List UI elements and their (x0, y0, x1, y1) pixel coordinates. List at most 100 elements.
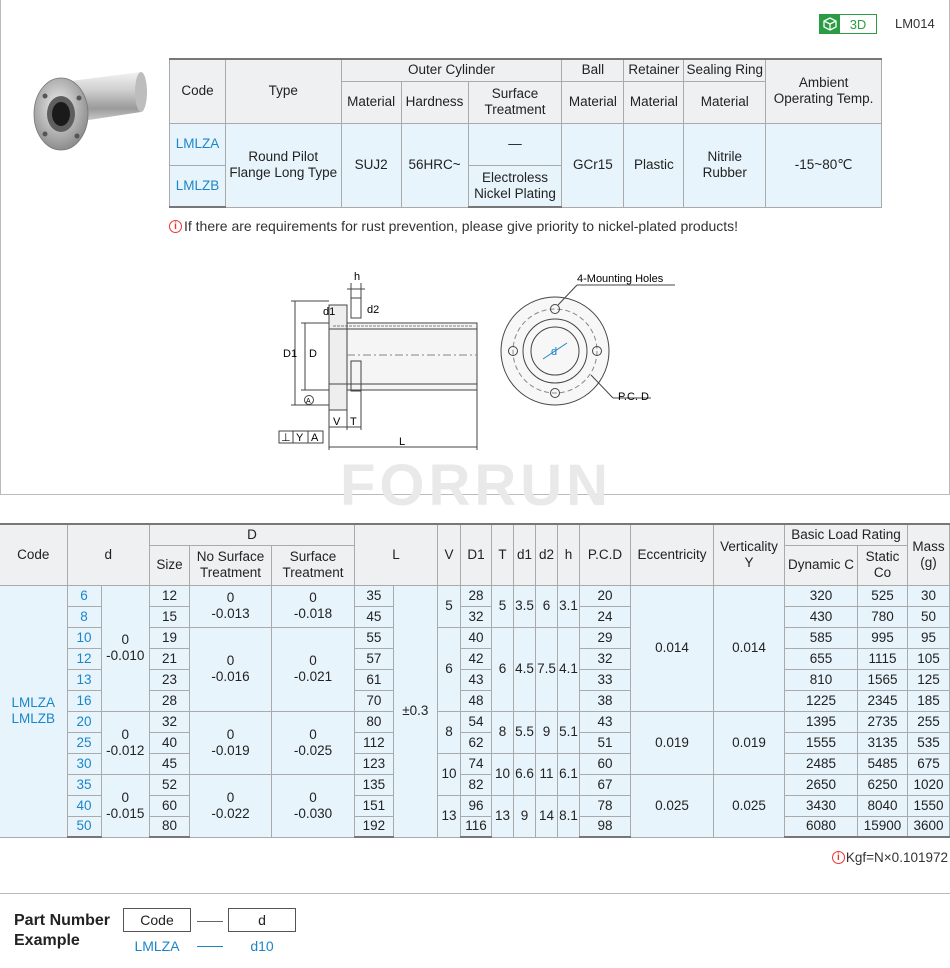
code-lmlzb[interactable]: LMLZB (169, 164, 226, 208)
cube-icon (820, 15, 840, 33)
V-value: 10 (437, 752, 461, 796)
V-value: 5 (437, 584, 461, 628)
col-retainer-material: Material (623, 80, 685, 124)
d-value[interactable]: 25 (67, 731, 102, 754)
pcd-value: 78 (579, 794, 631, 817)
d-value[interactable]: 8 (67, 605, 102, 628)
D1-value: 32 (460, 605, 492, 628)
datum-a-label: A (306, 398, 311, 405)
d2-value: 14 (535, 794, 558, 838)
D1-value: 48 (460, 689, 492, 712)
T-value: 8 (491, 710, 514, 754)
col-outer-cylinder: Outer Cylinder (340, 58, 563, 82)
L-value: 112 (354, 731, 394, 754)
code-cell: LMLZA LMLZB (0, 584, 68, 838)
D1-value: 28 (460, 584, 492, 607)
col-V: V (437, 523, 461, 586)
mass-value: 30 (907, 584, 950, 607)
eccentricity-value: 0.014 (630, 584, 714, 712)
mass-value: 50 (907, 605, 950, 628)
material-spec-table: Code Type Outer Cylinder Ball Retainer S… (169, 58, 882, 208)
d-value[interactable]: 50 (67, 815, 102, 838)
pcd-value: 67 (579, 773, 631, 796)
L-value: 192 (354, 815, 394, 838)
D-tol-no-surface: 0-0.019 (189, 710, 273, 775)
d-value[interactable]: 10 (67, 626, 102, 649)
D-size: 12 (149, 584, 191, 607)
static-load: 5485 (857, 752, 908, 775)
seal-material-value: Nitrile Rubber (683, 122, 767, 208)
verticality-value: 0.019 (713, 710, 785, 775)
dim-bore-d-label: d (551, 346, 557, 358)
dim-V-label: V (333, 416, 341, 428)
static-load: 995 (857, 626, 908, 649)
pn-d-value: d10 (250, 938, 274, 954)
L-value: 135 (354, 773, 394, 796)
d-value[interactable]: 20 (67, 710, 102, 733)
mass-value: 675 (907, 752, 950, 775)
verticality-value: 0.025 (713, 773, 785, 838)
D-size: 28 (149, 689, 191, 712)
D-size: 19 (149, 626, 191, 649)
D-tol-no-surface: 0-0.022 (189, 773, 273, 838)
d-value[interactable]: 30 (67, 752, 102, 775)
V-value: 13 (437, 794, 461, 838)
d-value[interactable]: 40 (67, 794, 102, 817)
D-tol-surface: 0-0.030 (271, 773, 356, 838)
pn-d-box: d (228, 908, 296, 932)
col-ambient-temp: Ambient Operating Temp. (765, 58, 882, 124)
col-d: d (66, 523, 151, 586)
model-code: LM014 (895, 16, 935, 31)
d-tolerance: 0-0.010 (100, 584, 151, 712)
mass-value: 125 (907, 668, 950, 691)
dynamic-load: 1395 (784, 710, 858, 733)
static-load: 1115 (857, 647, 908, 670)
watermark-text: FORRUN (340, 455, 612, 513)
hardness-value: 56HRC~ (400, 122, 469, 208)
pcd-value: 60 (579, 752, 631, 775)
d1-value: 4.5 (513, 626, 536, 712)
d-value[interactable]: 6 (66, 584, 102, 607)
static-load: 3135 (857, 731, 908, 754)
col-static: Static Co (857, 544, 908, 586)
d-value[interactable]: 13 (67, 668, 102, 691)
retainer-material-value: Plastic (623, 122, 685, 208)
D1-value: 40 (460, 626, 492, 649)
static-load: 6250 (857, 773, 908, 796)
pcd-value: 51 (579, 731, 631, 754)
dim-L-label: L (399, 436, 405, 448)
d-value[interactable]: 12 (67, 647, 102, 670)
pcd-value: 43 (579, 710, 631, 733)
code-lmlza[interactable]: LMLZA (169, 122, 226, 166)
d-value[interactable]: 35 (67, 773, 102, 796)
mass-value: 95 (907, 626, 950, 649)
T-value: 5 (491, 584, 514, 628)
col-D: D (149, 523, 356, 546)
d-value[interactable]: 16 (67, 689, 102, 712)
dynamic-load: 430 (784, 605, 858, 628)
col-code: Code (0, 523, 68, 586)
D-tol-surface: 0-0.025 (271, 710, 356, 775)
V-value: 6 (437, 626, 461, 712)
dim-D-label: D (309, 348, 317, 360)
pn-code-value: LMLZA (134, 938, 180, 954)
pcd-value: 24 (579, 605, 631, 628)
col-D-size: Size (149, 544, 191, 586)
D-size: 15 (149, 605, 191, 628)
dynamic-load: 655 (784, 647, 858, 670)
col-D-no-surface: No Surface Treatment (189, 544, 273, 586)
mass-value: 1020 (907, 773, 950, 796)
D1-value: 82 (460, 773, 492, 796)
static-load: 2735 (857, 710, 908, 733)
D1-value: 43 (460, 668, 492, 691)
verticality-value: 0.014 (713, 584, 785, 712)
eccentricity-value: 0.025 (630, 773, 714, 838)
col-L: L (354, 523, 438, 586)
3d-view-button[interactable]: 3D (819, 14, 877, 34)
